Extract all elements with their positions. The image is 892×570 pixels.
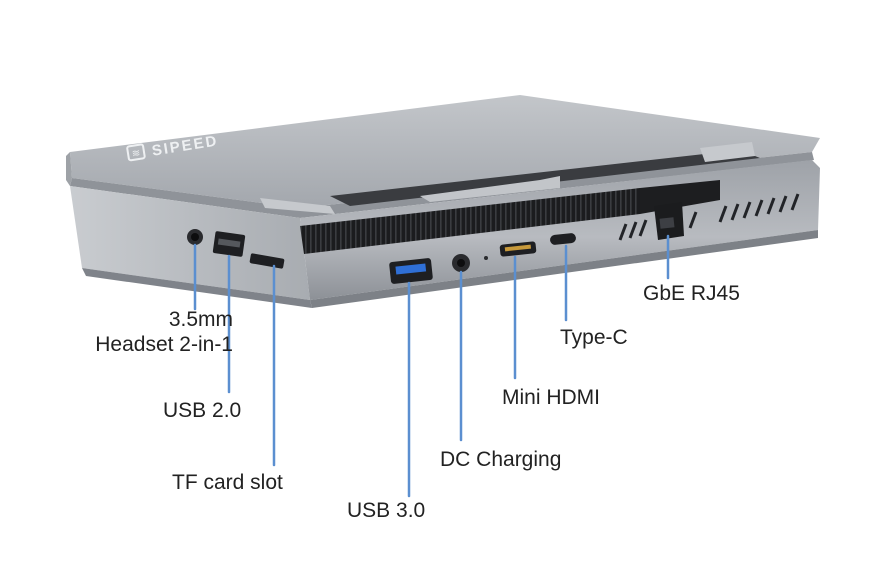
label-rj45: GbE RJ45 — [643, 282, 740, 305]
port-tf-card — [249, 253, 285, 269]
label-dc-charging: DC Charging — [440, 448, 562, 471]
label-mini-hdmi: Mini HDMI — [502, 386, 600, 409]
label-headset: 3.5mm Headset 2-in-1 — [95, 308, 233, 357]
label-type-c: Type-C — [560, 326, 628, 349]
label-usb2: USB 2.0 — [163, 399, 242, 422]
port-usb2 — [212, 231, 246, 257]
leader-lines — [193, 234, 670, 498]
port-rj45 — [654, 202, 684, 240]
brand-logo-badge: ≋ — [131, 148, 141, 160]
port-usb3 — [389, 258, 433, 284]
port-dc-charging — [452, 254, 488, 272]
port-headset-jack — [187, 229, 203, 245]
label-tf-card: TF card slot — [172, 471, 283, 494]
hinge — [260, 142, 760, 214]
laptop-lid — [66, 95, 820, 218]
label-usb3: USB 3.0 — [347, 499, 426, 522]
port-type-c — [550, 233, 576, 245]
label-headset-line2: Headset 2-in-1 — [95, 333, 233, 357]
label-headset-line1: 3.5mm — [168, 308, 233, 331]
port-mini-hdmi — [499, 241, 537, 257]
